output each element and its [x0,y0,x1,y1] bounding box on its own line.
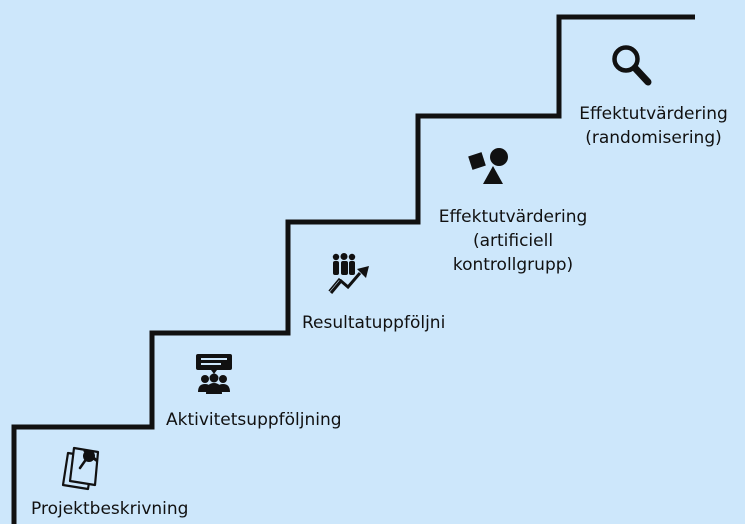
step-label-resultatuppfoljni: Resultatuppföljni [302,313,446,333]
pinned-note-icon [61,446,100,491]
step-label-effektutvardering-randomisering: Effektutvärdering (randomisering) [562,102,745,150]
step-label-effektutvardering-artificiell: Effektutvärdering (artificiell kontrollg… [420,205,606,277]
step-label-line: Effektutvärdering [438,207,588,227]
team-growth-icon [328,253,369,294]
step-label-line: (randomisering) [585,128,722,148]
step-label-aktivitetsuppfoljning: Aktivitetsuppföljning [166,410,342,430]
step-label-line: Effektutvärdering [579,104,728,124]
step-label-projektbeskrivning: Projektbeskrivning [31,499,189,519]
meeting-icon [196,354,232,394]
magnifier-icon [612,45,652,86]
shapes-icon [468,148,508,184]
step-label-line: kontrollgrupp) [452,255,574,275]
step-label-line: (artificiell [472,231,554,251]
